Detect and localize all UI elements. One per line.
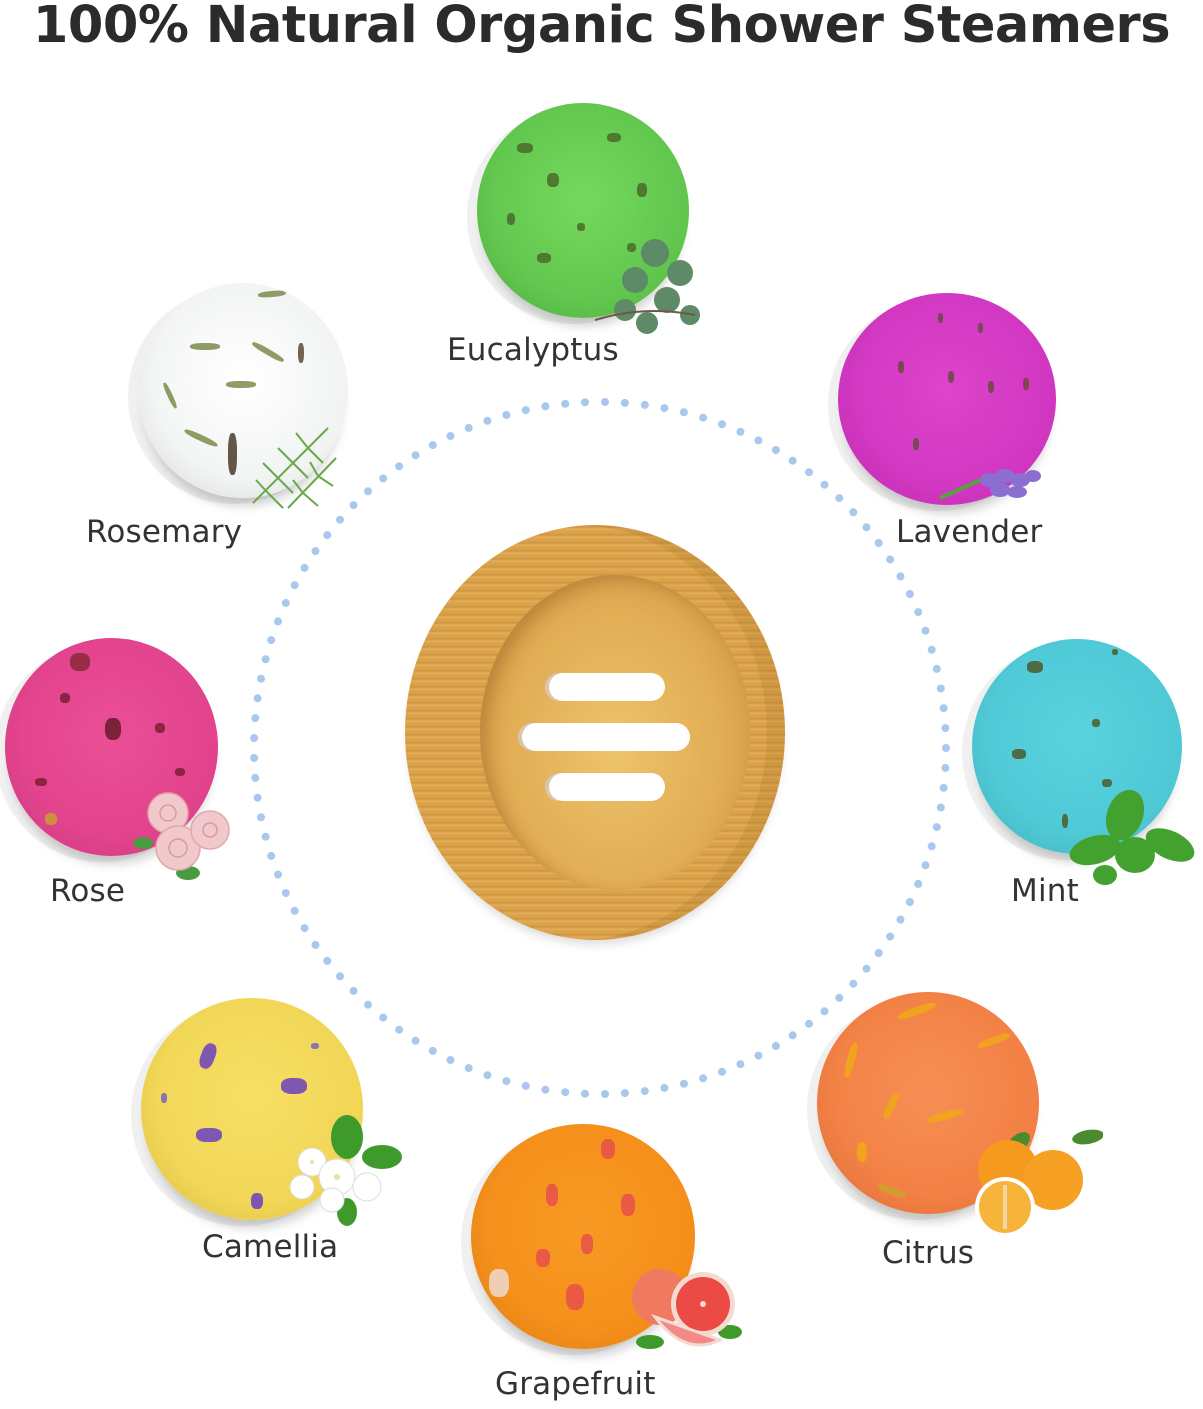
- white-flowers-icon: [289, 1115, 402, 1226]
- bamboo-soap-dish: [405, 525, 785, 940]
- lavender-sprig-icon: [939, 469, 1041, 500]
- mint-leaves-icon: [1069, 790, 1195, 885]
- drain-slot: [545, 773, 665, 801]
- tangerines-icon: [975, 1129, 1103, 1237]
- product-label: Grapefruit: [495, 1366, 656, 1402]
- mint-steamer-disc: [972, 639, 1182, 854]
- drain-slot: [545, 673, 665, 701]
- grapefruit-slices-icon: [632, 1269, 742, 1349]
- lavender-steamer-disc: [838, 293, 1056, 505]
- product-label: Rose: [50, 873, 126, 909]
- product-label: Citrus: [882, 1235, 975, 1271]
- rosemary-steamer-disc: [138, 283, 348, 498]
- product-label: Eucalyptus: [447, 332, 619, 368]
- drain-slot: [518, 723, 690, 751]
- product-label: Rosemary: [86, 514, 243, 550]
- page-title: 100% Natural Organic Shower Steamers: [32, 0, 1171, 55]
- product-label: Camellia: [202, 1229, 339, 1265]
- product-label: Lavender: [896, 514, 1043, 550]
- product-label: Mint: [1011, 873, 1079, 909]
- pink-roses-icon: [133, 792, 230, 880]
- eucalyptus-leaves-icon: [594, 239, 700, 334]
- eucalyptus-steamer-disc: [477, 103, 689, 318]
- rosemary-sprig-icon: [252, 427, 337, 509]
